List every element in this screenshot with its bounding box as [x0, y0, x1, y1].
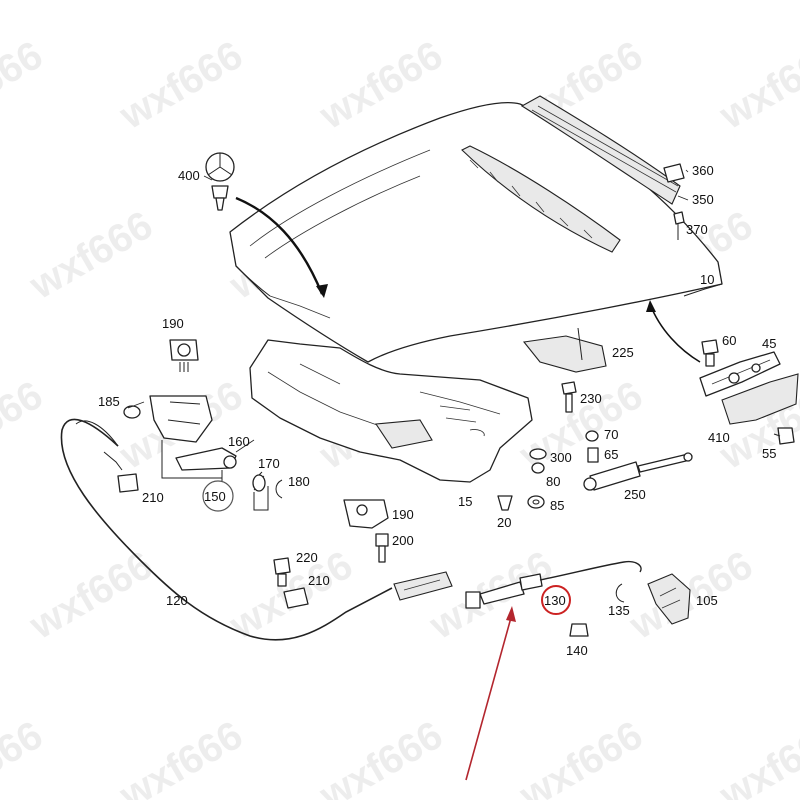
- bushing-80: [531, 462, 545, 474]
- callout-150: 150: [204, 489, 226, 504]
- spring-170: [252, 471, 266, 492]
- leader-lines: [127, 169, 689, 453]
- callout-410: 410: [708, 430, 730, 445]
- watermark-text: wxf666: [0, 713, 50, 800]
- callout-70: 70: [604, 427, 618, 442]
- callout-160: 160: [228, 434, 250, 449]
- callout-250: 250: [624, 487, 646, 502]
- watermark-text: wxf666: [0, 33, 50, 138]
- callout-185: 185: [98, 394, 120, 409]
- cowl-grille: [520, 95, 681, 205]
- bolt-220: [273, 557, 291, 587]
- nut-70: [585, 430, 599, 442]
- lever-160: [175, 447, 237, 471]
- watermark-text: wxf666: [622, 543, 760, 648]
- callout-10: 10: [700, 272, 714, 287]
- clip-360: [663, 163, 685, 183]
- washer-85: [527, 495, 545, 509]
- watermark-text: wxf666: [512, 373, 650, 478]
- watermark-text: wxf666: [312, 713, 450, 800]
- callout-60: 60: [722, 333, 736, 348]
- callout-210-top: 210: [142, 490, 164, 505]
- buffer-185: [123, 405, 141, 419]
- screw-370: [673, 211, 685, 240]
- latch-190-top: [169, 339, 199, 372]
- callout-210-bottom: 210: [308, 573, 330, 588]
- callout-370: 370: [686, 222, 708, 237]
- callout-105: 105: [696, 593, 718, 608]
- callout-55: 55: [762, 446, 776, 461]
- callout-350: 350: [692, 192, 714, 207]
- callout-130: 130: [544, 593, 566, 608]
- clip-135: [615, 583, 625, 603]
- callout-220: 220: [296, 550, 318, 565]
- hood-insulation: [249, 339, 533, 483]
- callout-300: 300: [550, 450, 572, 465]
- callout-15: 15: [458, 494, 472, 509]
- callout-85: 85: [550, 498, 564, 513]
- hood-hinge: [699, 351, 781, 397]
- switch-210-bottom: [283, 587, 309, 609]
- callout-labels: 400 360 350 370 10 190 225 60 45 185 230…: [98, 163, 776, 658]
- watermark-text: wxf666: [112, 713, 250, 800]
- ring-300: [529, 448, 547, 460]
- release-handle: [393, 571, 453, 601]
- bolt-55: [773, 427, 795, 445]
- bracket-225: [522, 327, 607, 373]
- callout-230: 230: [580, 391, 602, 406]
- group-circle: [202, 480, 234, 512]
- star-emblem: [205, 152, 235, 211]
- clip-180: [275, 479, 283, 499]
- watermark-text: wxf666: [512, 713, 650, 800]
- watermark-text: wxf666: [712, 33, 800, 138]
- callout-400: 400: [178, 168, 200, 183]
- callout-190-top: 190: [162, 316, 184, 331]
- callout-190-center: 190: [392, 507, 414, 522]
- cable-130: [465, 560, 642, 609]
- watermark-text: wxf666: [112, 33, 250, 138]
- clip-20: [497, 495, 513, 511]
- callout-20: 20: [497, 515, 511, 530]
- latch-bracket: [149, 395, 213, 443]
- watermark-text: wxf666: [0, 373, 50, 478]
- callout-360: 360: [692, 163, 714, 178]
- callout-200: 200: [392, 533, 414, 548]
- gas-strut-250: [583, 452, 693, 491]
- bracket-410: [721, 373, 799, 425]
- bolt-200: [375, 533, 389, 563]
- callout-45: 45: [762, 336, 776, 351]
- callout-225: 225: [612, 345, 634, 360]
- callout-80: 80: [546, 474, 560, 489]
- watermark-text: wxf666: [22, 203, 160, 308]
- callout-170: 170: [258, 456, 280, 471]
- callout-120: 120: [166, 593, 188, 608]
- callout-180: 180: [288, 474, 310, 489]
- watermark-text: wxf666: [712, 713, 800, 800]
- callout-65: 65: [604, 447, 618, 462]
- bolt-65: [587, 447, 599, 463]
- bolt-60: [701, 339, 719, 367]
- highlight-circle: [541, 585, 571, 615]
- switch-210-top: [117, 473, 139, 493]
- release-cable: [60, 418, 393, 641]
- highlight-arrow: [465, 613, 513, 781]
- clip-140: [569, 623, 589, 637]
- hood-panel: [229, 101, 723, 363]
- bolt-230: [561, 381, 577, 413]
- bracket-105: [647, 573, 691, 625]
- callout-140: 140: [566, 643, 588, 658]
- latch-190-center: [343, 499, 389, 529]
- callout-135: 135: [608, 603, 630, 618]
